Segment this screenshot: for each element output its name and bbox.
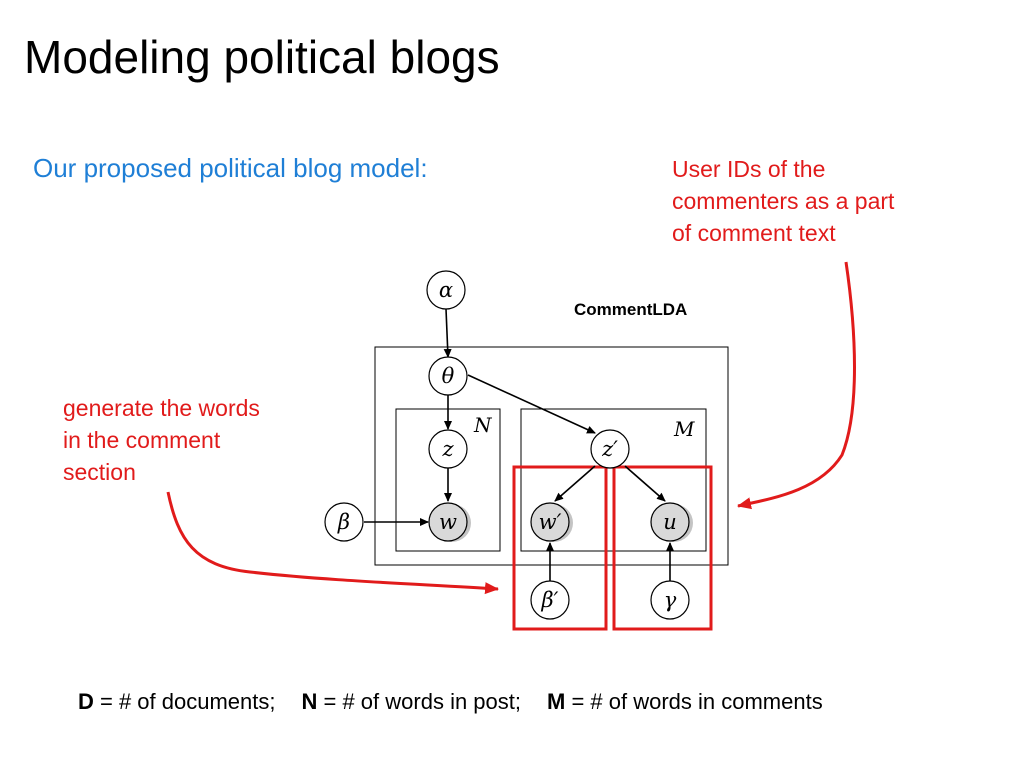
- plate-document: [374, 346, 729, 566]
- edge-zprime-u: [624, 465, 666, 502]
- model-name: CommentLDA: [574, 300, 687, 319]
- highlight-box-users: [612, 465, 713, 631]
- node-z-label: z: [441, 437, 454, 461]
- node-u: [650, 502, 690, 542]
- plate-m-label: M: [673, 417, 695, 441]
- generate-words-arrow: [166, 491, 499, 595]
- node-betaprime: [530, 580, 570, 620]
- node-z: [428, 429, 468, 469]
- node-theta: [428, 356, 468, 396]
- node-w: [428, 502, 468, 542]
- footer-m-def: = # of words in comments: [565, 689, 823, 714]
- node-wprime: [530, 502, 570, 542]
- slide-subtitle: Our proposed political blog model:: [33, 153, 428, 183]
- slide-title: Modeling political blogs: [24, 31, 500, 83]
- node-alpha-label: α: [439, 278, 453, 302]
- node-beta-label: β: [337, 510, 350, 534]
- plate-n-label: N: [473, 413, 493, 437]
- footer-n-def: = # of words in post;: [317, 689, 522, 714]
- footer-m-key: M: [547, 689, 566, 714]
- footer-d-def: = # of documents;: [93, 689, 276, 714]
- node-gamma: [650, 580, 690, 620]
- edge-theta-zprime: [467, 374, 596, 434]
- generate-words-annotation: generate the words in the comment sectio…: [63, 395, 260, 485]
- node-beta: [324, 502, 364, 542]
- footer-definitions: D = # of documents; N = # of words in pos…: [78, 689, 823, 715]
- footer-d-key: D: [78, 689, 94, 714]
- user-ids-annotation: User IDs of the commenters as a part of …: [672, 156, 895, 246]
- node-zprime: [590, 429, 630, 469]
- node-u-label: u: [663, 510, 677, 534]
- node-w-label: w: [439, 510, 457, 534]
- node-betaprime-label: β′: [541, 588, 559, 612]
- highlight-box-words: [512, 465, 608, 631]
- node-wprime-label: w′: [539, 510, 562, 534]
- node-zprime-label: z′: [601, 437, 618, 461]
- node-theta-label: θ: [442, 364, 455, 388]
- footer-n-key: N: [301, 689, 318, 714]
- node-gamma-label: γ: [664, 588, 677, 612]
- edge-alpha-theta: [443, 308, 452, 358]
- node-alpha: [426, 270, 466, 310]
- edge-zprime-wprime: [554, 465, 596, 502]
- user-ids-arrow: [737, 261, 856, 510]
